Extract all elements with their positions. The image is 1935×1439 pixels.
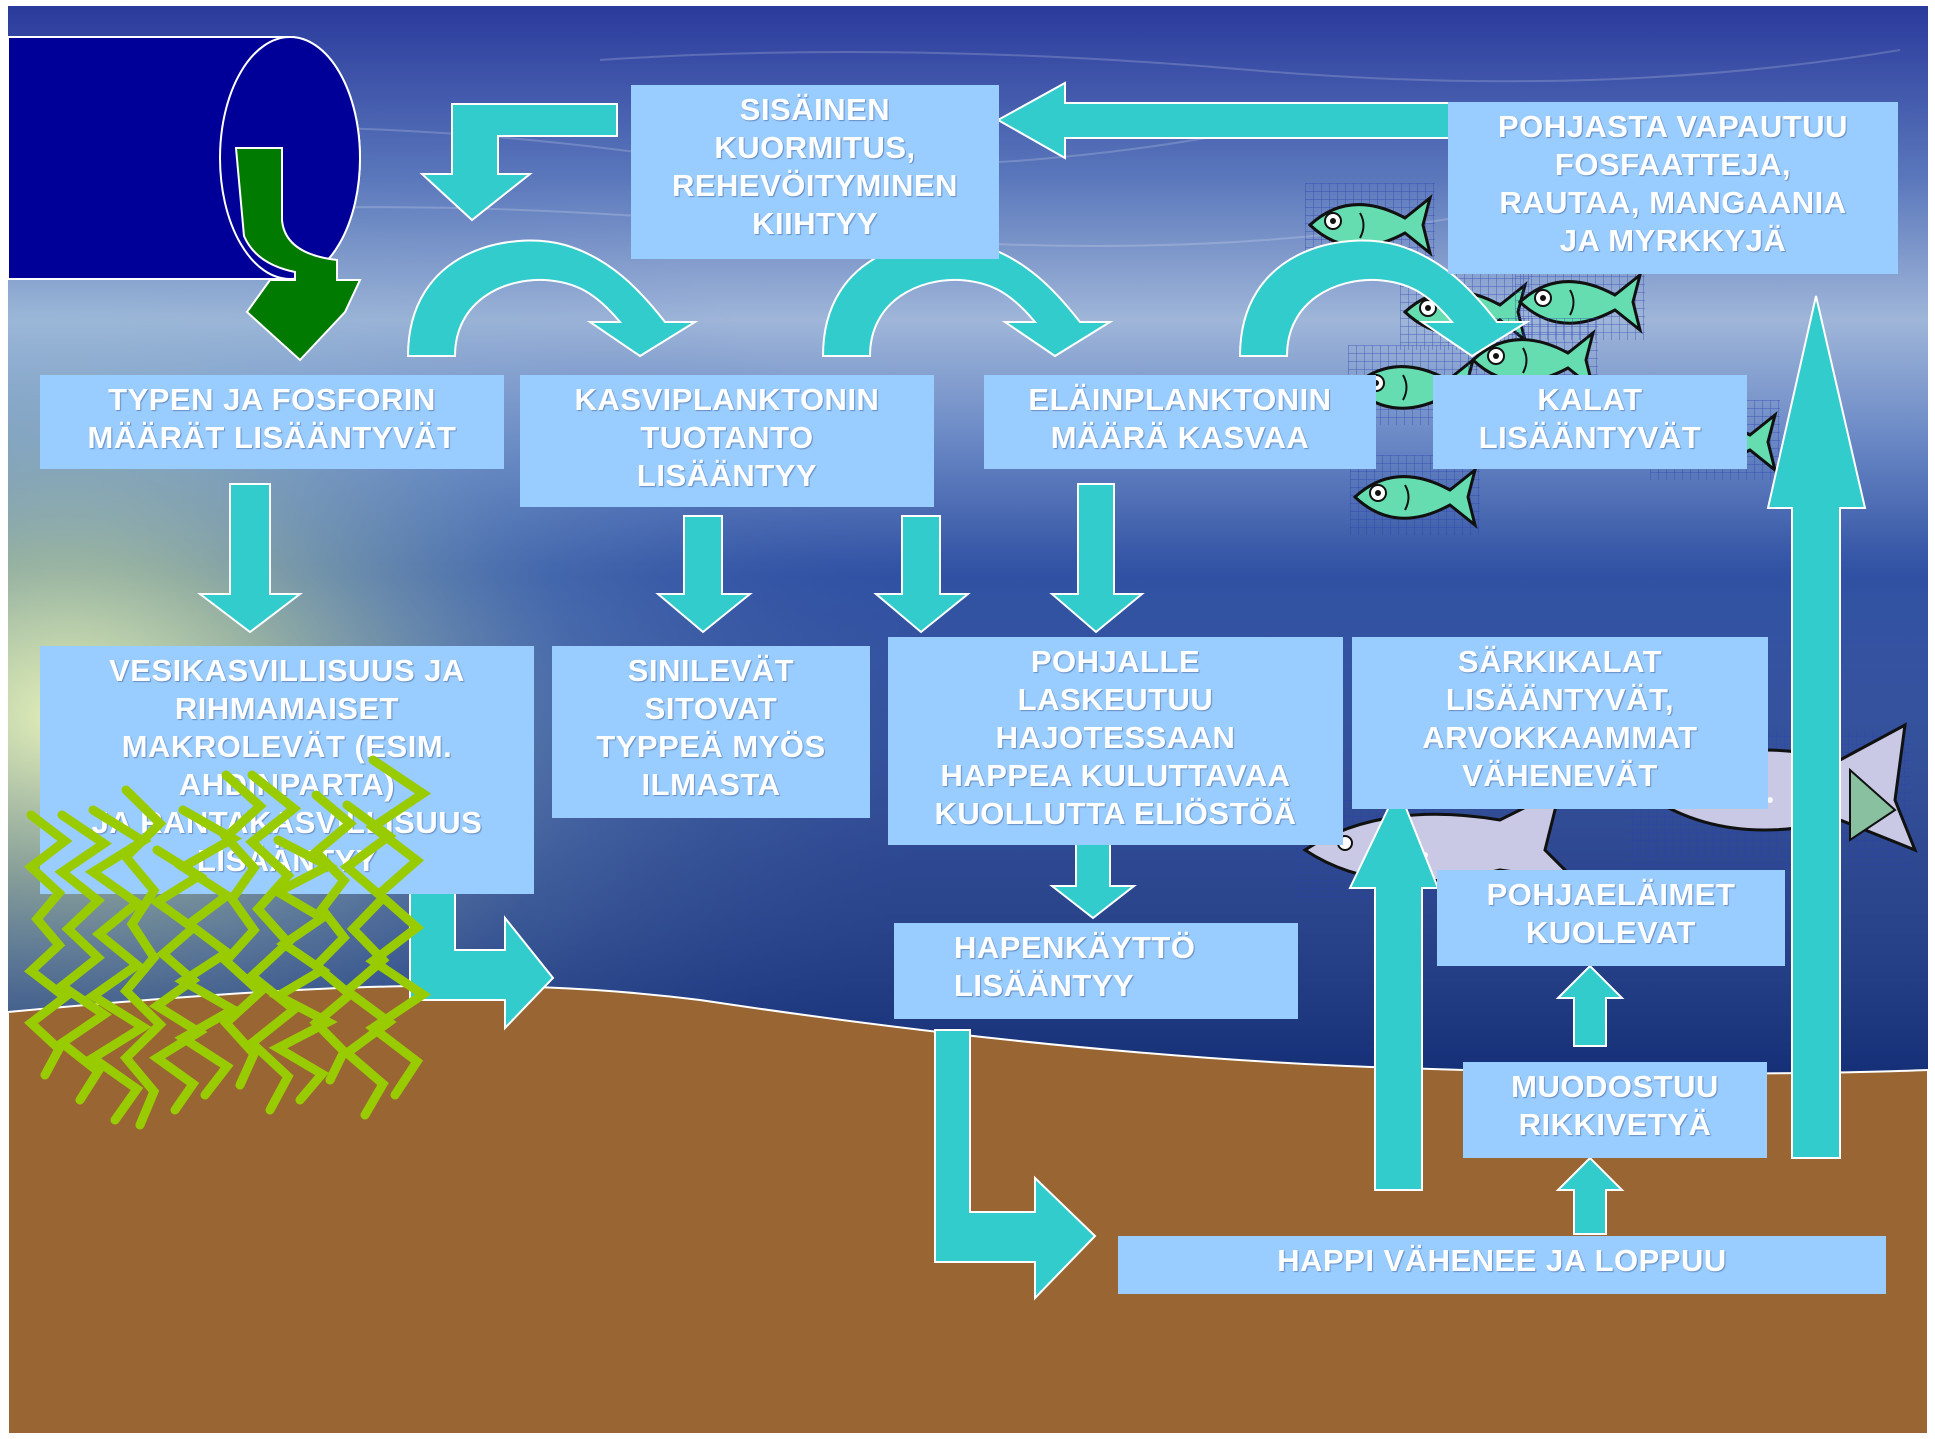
arrow-left-top [995,81,1466,160]
arrow-down-4 [1049,483,1145,634]
arrow-bent-top-left [419,103,618,222]
arrow-up-sarkikalat [1348,785,1440,1191]
seaweed-strand [309,790,358,1085]
seaweed-strand [174,805,243,1100]
seaweed-strand [119,785,167,1130]
curved-arrow-3 [1238,239,1531,358]
box-pohjasta-vapautuu: POHJASTA VAPAUTUU FOSFAATTEJA, RAUTAA, M… [1448,102,1898,274]
arrow-down-3 [873,515,971,634]
arrow-down-1 [197,483,303,634]
box-sarkikalat: SÄRKIKALAT LISÄÄNTYVÄT, ARVOKKAAMMAT VÄH… [1352,637,1768,809]
box-typen-ja-fosforin: TYPEN JA FOSFORIN MÄÄRÄT LISÄÄNTYVÄT [40,375,504,469]
box-kalat: KALAT LISÄÄNTYVÄT [1433,375,1747,469]
arrow-down-2 [655,515,753,634]
seaweed-strand [339,800,397,1120]
box-pohjaelaimet: POHJAELÄIMET KUOLEVAT [1437,870,1785,966]
box-hapenkaytto: HAPENKÄYTTÖ LISÄÄNTYY [894,923,1298,1019]
box-happi-vahenee: HAPPI VÄHENEE JA LOPPUU [1118,1236,1886,1294]
arrow-bent-bottom [934,1029,1097,1301]
seaweed-strand [84,805,152,1125]
seaweed-strand [148,845,208,1115]
curved-arrows [406,239,1531,358]
arrow-up-pohjaelaimet [1555,964,1625,1047]
seaweed-strand [54,810,113,1105]
seaweed-strand [219,770,267,1090]
arrow-down-5 [1049,841,1137,920]
seaweed-strand [24,810,73,1080]
box-muodostuu-rikkivetya: MUODOSTUU RIKKIVETYÄ [1463,1062,1767,1158]
arrow-up-rikkivetya [1555,1156,1625,1235]
curved-arrow-1 [406,239,699,358]
box-pohjalle-laskeutuu: POHJALLE LASKEUTUU HAJOTESSAAN HAPPEA KU… [888,637,1343,845]
arrow-up-right-tall [1766,295,1867,1159]
flow-arrows [197,81,1867,1301]
box-kasviplanktonin: KASVIPLANKTONIN TUOTANTO LISÄÄNTYY [520,375,934,507]
outflow-arrow-icon [234,147,362,362]
box-elainplanktonin: ELÄINPLANKTONIN MÄÄRÄ KASVAA [984,375,1376,469]
box-sinilevat: SINILEVÄT SITOVAT TYPPEÄ MYÖS ILMASTA [552,646,870,818]
seaweed-strand [365,755,432,1100]
box-sisainen-kuormitus: SISÄINEN KUORMITUS, REHEVÖITYMINEN KIIHT… [631,85,999,259]
